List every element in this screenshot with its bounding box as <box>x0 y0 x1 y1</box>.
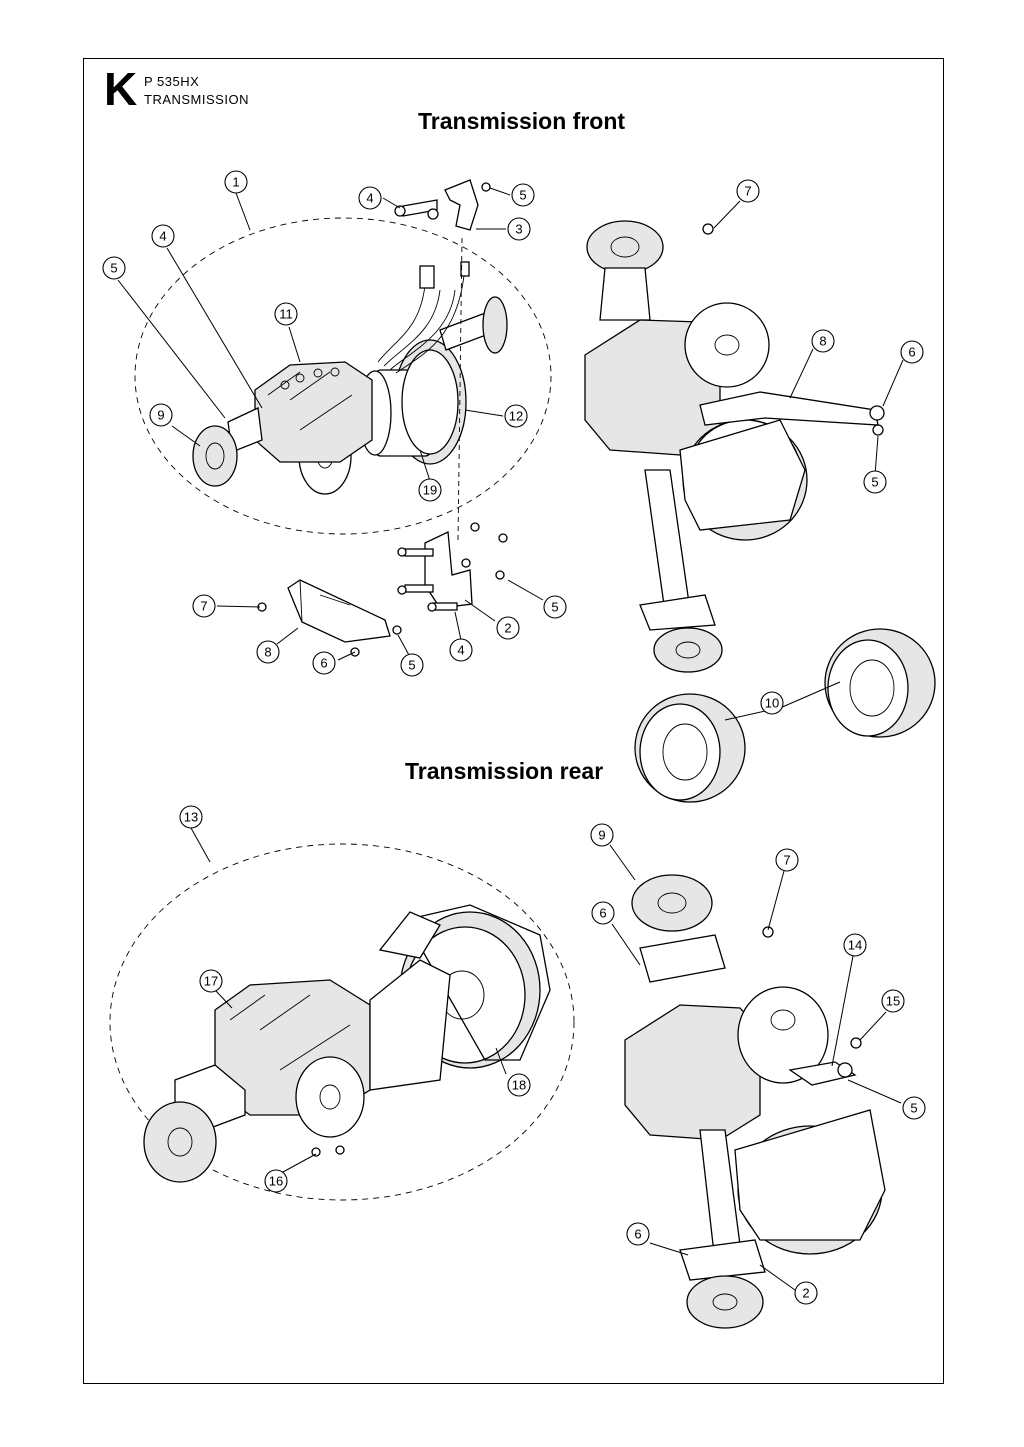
callout-7: 7 <box>192 594 216 618</box>
svg-text:5: 5 <box>110 261 117 276</box>
bracket-2-drawing <box>397 522 508 612</box>
svg-text:16: 16 <box>269 1174 283 1189</box>
callout-16: 16 <box>264 1169 288 1193</box>
svg-text:2: 2 <box>802 1286 809 1301</box>
callout-1: 1 <box>224 170 248 194</box>
callout-8: 8 <box>811 329 835 353</box>
svg-text:13: 13 <box>184 810 198 825</box>
svg-text:6: 6 <box>599 906 606 921</box>
callout-3: 3 <box>507 217 531 241</box>
heading-transmission-rear: Transmission rear <box>405 758 604 784</box>
callout-13: 13 <box>179 805 203 829</box>
callout-5: 5 <box>102 256 126 280</box>
svg-text:4: 4 <box>457 643 464 658</box>
svg-text:5: 5 <box>551 600 558 615</box>
callout-4: 4 <box>449 638 473 662</box>
callout-12: 12 <box>504 404 528 428</box>
callout-2: 2 <box>794 1281 818 1305</box>
callout-10: 10 <box>760 691 784 715</box>
callout-9: 9 <box>590 823 614 847</box>
svg-text:8: 8 <box>264 645 271 660</box>
callout-18: 18 <box>507 1073 531 1097</box>
svg-text:11: 11 <box>279 307 293 322</box>
callout-11: 11 <box>274 302 298 326</box>
arm-bracket-8-drawing <box>257 579 402 657</box>
svg-text:6: 6 <box>320 656 327 671</box>
svg-text:7: 7 <box>200 599 207 614</box>
svg-text:14: 14 <box>848 938 862 953</box>
svg-text:1: 1 <box>232 175 239 190</box>
svg-text:5: 5 <box>871 475 878 490</box>
callout-5: 5 <box>902 1096 926 1120</box>
wheel-drawing <box>634 628 936 803</box>
svg-text:9: 9 <box>598 828 605 843</box>
callout-6: 6 <box>626 1222 650 1246</box>
callout-5: 5 <box>543 595 567 619</box>
section-title: TRANSMISSION <box>144 92 249 107</box>
model-number: P 535HX <box>144 74 200 89</box>
section-letter: K <box>104 63 138 115</box>
rear-transmission-assembly-drawing <box>109 843 575 1201</box>
callout-17: 17 <box>199 969 223 993</box>
page-frame <box>83 58 944 1384</box>
svg-text:19: 19 <box>423 483 437 498</box>
svg-text:5: 5 <box>408 658 415 673</box>
svg-text:7: 7 <box>783 853 790 868</box>
svg-text:2: 2 <box>504 621 511 636</box>
svg-text:7: 7 <box>744 184 751 199</box>
callout-2: 2 <box>496 616 520 640</box>
svg-text:3: 3 <box>515 222 522 237</box>
callout-19: 19 <box>418 478 442 502</box>
callout-9: 9 <box>149 403 173 427</box>
front-transmission-assembled-drawing <box>584 220 885 673</box>
callout-5: 5 <box>400 653 424 677</box>
svg-text:5: 5 <box>519 188 526 203</box>
front-transmission-assembly-drawing <box>134 217 552 541</box>
callout-14: 14 <box>843 933 867 957</box>
svg-text:6: 6 <box>908 345 915 360</box>
callout-6: 6 <box>900 340 924 364</box>
rear-transmission-assembled-drawing <box>624 874 886 1329</box>
svg-text:4: 4 <box>366 191 373 206</box>
heading-transmission-front: Transmission front <box>418 108 626 134</box>
svg-text:4: 4 <box>159 229 166 244</box>
callout-7: 7 <box>775 848 799 872</box>
leader-lines <box>117 187 904 1291</box>
svg-text:17: 17 <box>204 974 218 989</box>
svg-text:8: 8 <box>819 334 826 349</box>
callout-4: 4 <box>151 224 175 248</box>
callout-7: 7 <box>736 179 760 203</box>
callout-4: 4 <box>358 186 382 210</box>
svg-text:12: 12 <box>509 409 523 424</box>
svg-text:9: 9 <box>157 408 164 423</box>
svg-text:18: 18 <box>512 1078 526 1093</box>
callout-6: 6 <box>312 651 336 675</box>
svg-text:10: 10 <box>765 696 779 711</box>
callout-15: 15 <box>881 989 905 1013</box>
svg-text:15: 15 <box>886 994 900 1009</box>
svg-text:5: 5 <box>910 1101 917 1116</box>
callout-8: 8 <box>256 640 280 664</box>
callout-5: 5 <box>863 470 887 494</box>
svg-text:6: 6 <box>634 1227 641 1242</box>
callout-6: 6 <box>591 901 615 925</box>
callout-5: 5 <box>511 183 535 207</box>
bracket-3-drawing <box>394 179 491 231</box>
